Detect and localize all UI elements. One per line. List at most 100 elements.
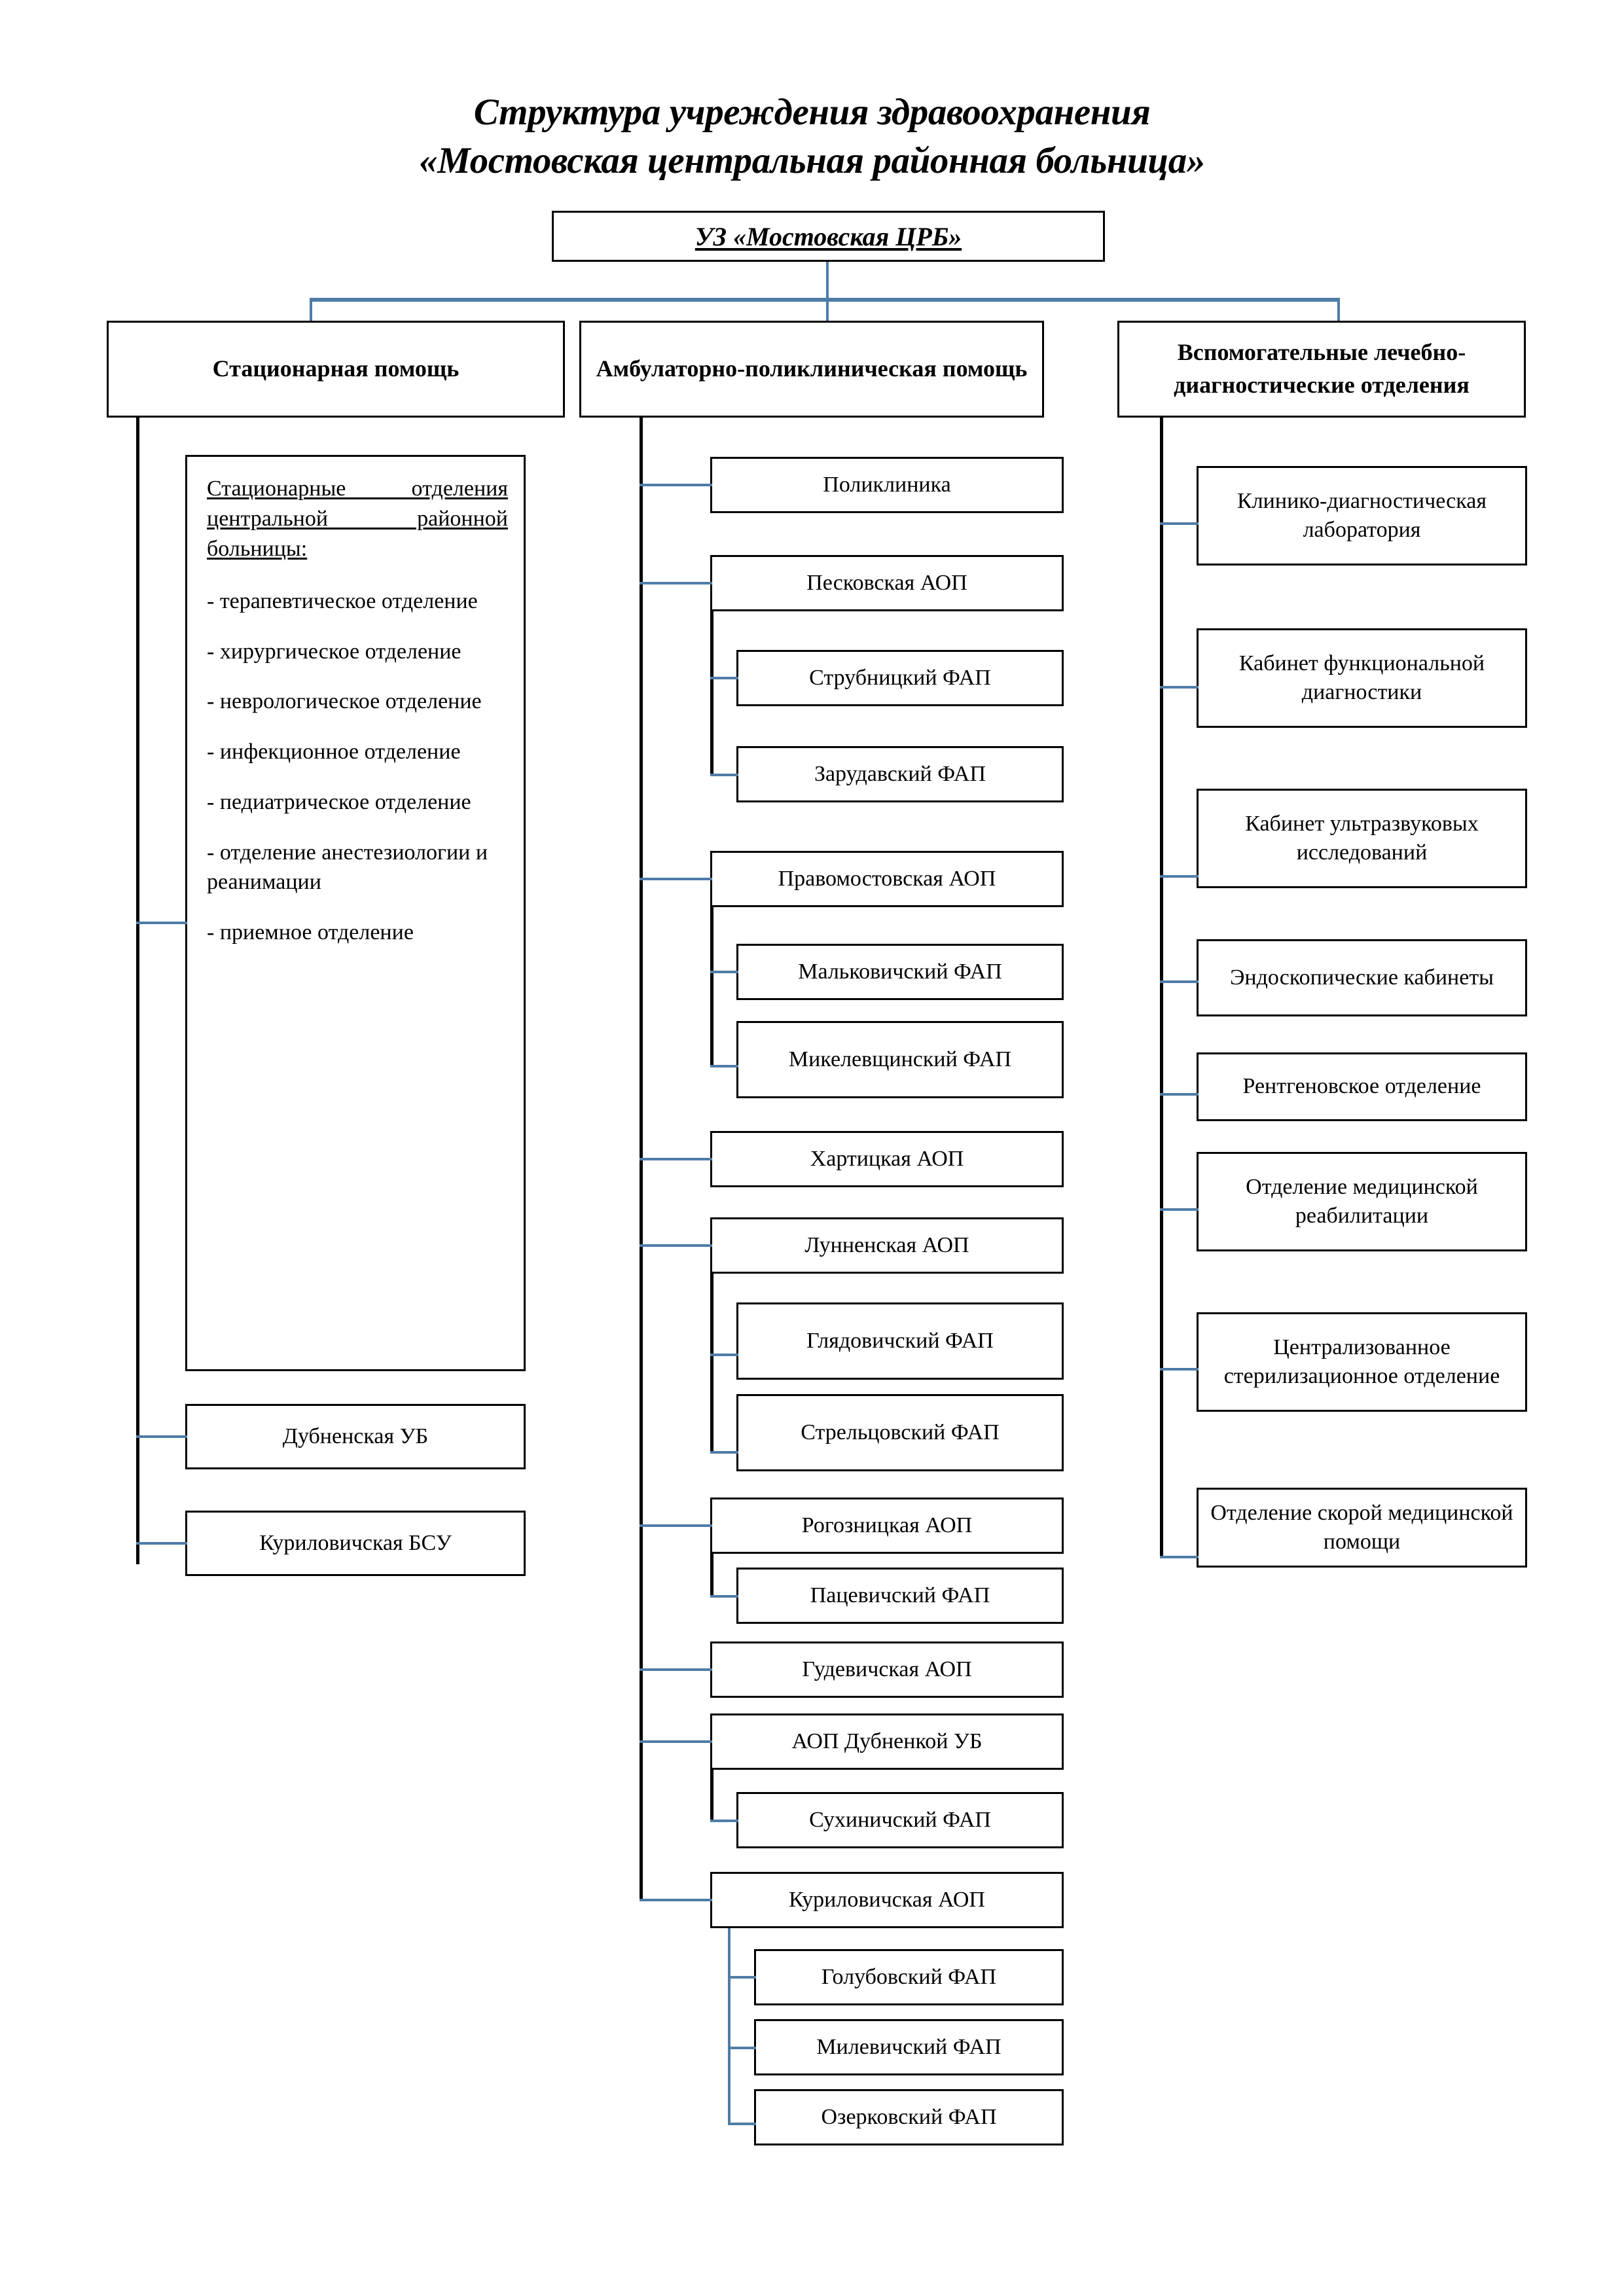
connector-khartitskaya-aop bbox=[640, 1158, 712, 1160]
node-endoscopy-rooms-label: Эндоскопические кабинеты bbox=[1229, 965, 1494, 990]
node-glyadovichsky-fap[interactable]: Глядовичский ФАП bbox=[736, 1302, 1064, 1380]
node-rogoznitskaya-aop-label: Рогозницкая АОП bbox=[801, 1513, 973, 1537]
connector-kurilovichskaya-aop bbox=[640, 1899, 712, 1901]
connector-rogoznitskaya-aop bbox=[640, 1524, 712, 1527]
node-khartitskaya-aop[interactable]: Хартицкая АОП bbox=[710, 1131, 1064, 1187]
connector-streltsovsky-fap bbox=[710, 1451, 738, 1454]
branch-header-inpatient-label: Стационарная помощь bbox=[212, 355, 460, 382]
connector-ultrasound-room bbox=[1160, 875, 1199, 878]
inpatient-departments-panel: Стационарные отделения центральной район… bbox=[185, 455, 526, 1371]
inpatient-department-list: - терапевтическое отделение - хирургичес… bbox=[207, 587, 508, 948]
list-item: - инфекционное отделение bbox=[207, 740, 461, 764]
peskovskaya-substem bbox=[710, 611, 713, 776]
node-functional-diagnostics-room-label: Кабинет функциональной диагностики bbox=[1238, 651, 1485, 704]
connector-pravomostovskaya-aop bbox=[640, 878, 712, 880]
diagnostic-spine bbox=[1160, 418, 1163, 1558]
node-central-sterilization-label: Централизованное стерилизационное отделе… bbox=[1223, 1335, 1500, 1388]
connector-xray-department bbox=[1160, 1093, 1199, 1096]
branch-header-inpatient[interactable]: Стационарная помощь bbox=[107, 321, 565, 418]
node-kurilovichskaya-aop-label: Куриловичская АОП bbox=[789, 1887, 985, 1912]
connector-golubovsky-fap bbox=[728, 1976, 756, 1979]
node-streltsovsky-fap[interactable]: Стрельцовский ФАП bbox=[736, 1394, 1064, 1471]
node-ultrasound-room[interactable]: Кабинет ультразвуковых исследований bbox=[1197, 789, 1527, 888]
node-strubnitsky-fap[interactable]: Струбницкий ФАП bbox=[736, 650, 1064, 706]
connector-lunnenskaya-aop bbox=[640, 1244, 712, 1247]
node-milevichsky-fap-label: Милевичский ФАП bbox=[816, 2034, 1001, 2059]
root-stem bbox=[826, 262, 829, 299]
node-central-sterilization[interactable]: Централизованное стерилизационное отделе… bbox=[1197, 1312, 1527, 1412]
node-aop-dubnenkoy-ub-label: АОП Дубненкой УБ bbox=[791, 1729, 983, 1753]
node-kurilovichskaya-aop[interactable]: Куриловичская АОП bbox=[710, 1872, 1064, 1928]
node-xray-department-label: Рентгеновское отделение bbox=[1242, 1074, 1481, 1099]
list-item: - приемное отделение bbox=[207, 920, 414, 944]
node-malkovichsky-fap[interactable]: Мальковичский ФАП bbox=[736, 944, 1064, 1000]
node-kurilovichskaya-bsu-label: Куриловичская БСУ bbox=[259, 1530, 452, 1555]
list-item: - отделение анестезиологии и реанимации bbox=[207, 840, 488, 894]
top-distribution-bar bbox=[310, 298, 1340, 302]
connector-milevichsky-fap bbox=[728, 2047, 756, 2049]
node-xray-department[interactable]: Рентгеновское отделение bbox=[1197, 1052, 1527, 1121]
node-ozerkovsky-fap-label: Озерковский ФАП bbox=[821, 2104, 997, 2129]
node-medical-rehabilitation-label: Отделение медицинской реабилитации bbox=[1246, 1174, 1478, 1228]
node-gudevichskaya-aop[interactable]: Гудевичская АОП bbox=[710, 1641, 1064, 1698]
node-patsevichsky-fap-label: Пацевичский ФАП bbox=[810, 1583, 990, 1607]
connector-poliklinika bbox=[640, 484, 712, 486]
list-item: - терапевтическое отделение bbox=[207, 588, 478, 613]
node-mikelevshchinsky-fap-label: Микелевщинский ФАП bbox=[788, 1047, 1012, 1071]
node-endoscopy-rooms[interactable]: Эндоскопические кабинеты bbox=[1197, 939, 1527, 1016]
node-golubovsky-fap[interactable]: Голубовский ФАП bbox=[754, 1949, 1064, 2005]
node-patsevichsky-fap[interactable]: Пацевичский ФАП bbox=[736, 1568, 1064, 1624]
branch-header-diagnostic-label: Вспомогательные лечебно-диагностические … bbox=[1174, 339, 1470, 398]
node-ozerkovsky-fap[interactable]: Озерковский ФАП bbox=[754, 2089, 1064, 2145]
list-item: - педиатрическое отделение bbox=[207, 790, 471, 815]
node-khartitskaya-aop-label: Хартицкая АОП bbox=[810, 1146, 964, 1171]
node-poliklinika[interactable]: Поликлиника bbox=[710, 457, 1064, 513]
title-line-1: Структура учреждения здравоохранения bbox=[473, 92, 1151, 133]
connector-medical-rehabilitation bbox=[1160, 1208, 1199, 1211]
node-sukhinichsky-fap-label: Сухиничский ФАП bbox=[809, 1807, 991, 1832]
connector-kurilovichskaya-bsu bbox=[136, 1542, 187, 1545]
node-glyadovichsky-fap-label: Глядовичский ФАП bbox=[806, 1328, 994, 1353]
rogoznitskaya-substem bbox=[710, 1554, 713, 1597]
node-emergency-medical-care-label: Отделение скорой медицинской помощи bbox=[1210, 1500, 1513, 1554]
node-zarudavsky-fap-label: Зарудавский ФАП bbox=[814, 761, 986, 786]
lunnenskaya-substem bbox=[710, 1274, 713, 1454]
aop-dubnenkoy-substem bbox=[710, 1770, 713, 1822]
node-lunnenskaya-aop[interactable]: Лунненская АОП bbox=[710, 1217, 1064, 1274]
connector-malkovichsky-fap bbox=[710, 971, 738, 973]
connector-dubnenskaya-ub bbox=[136, 1435, 187, 1438]
node-mikelevshchinsky-fap[interactable]: Микелевщинский ФАП bbox=[736, 1021, 1064, 1098]
node-ultrasound-room-label: Кабинет ультразвуковых исследований bbox=[1245, 811, 1479, 865]
kurilovichskaya-substem bbox=[728, 1928, 731, 2125]
node-zarudavsky-fap[interactable]: Зарудавский ФАП bbox=[736, 746, 1064, 802]
node-milevichsky-fap[interactable]: Милевичский ФАП bbox=[754, 2019, 1064, 2075]
node-strubnitsky-fap-label: Струбницкий ФАП bbox=[809, 665, 991, 690]
root-node[interactable]: УЗ «Мостовская ЦРБ» bbox=[552, 211, 1105, 262]
node-emergency-medical-care[interactable]: Отделение скорой медицинской помощи bbox=[1197, 1488, 1527, 1568]
connector-sukhinichsky-fap bbox=[710, 1820, 738, 1822]
branch-header-outpatient[interactable]: Амбулаторно-поликлиническая помощь bbox=[579, 321, 1044, 418]
node-sukhinichsky-fap[interactable]: Сухиничский ФАП bbox=[736, 1792, 1064, 1848]
node-dubnenskaya-ub-label: Дубненская УБ bbox=[282, 1424, 429, 1448]
connector-patsevichsky-fap bbox=[710, 1595, 738, 1598]
connector-functional-diagnostics-room bbox=[1160, 686, 1199, 689]
node-functional-diagnostics-room[interactable]: Кабинет функциональной диагностики bbox=[1197, 628, 1527, 728]
node-pravomostovskaya-aop[interactable]: Правомостовская АОП bbox=[710, 851, 1064, 907]
pravomostovskaya-substem bbox=[710, 907, 713, 1067]
page-title: Структура учреждения здравоохранения «Мо… bbox=[0, 88, 1624, 185]
root-node-label: УЗ «Мостовская ЦРБ» bbox=[695, 221, 962, 251]
node-gudevichskaya-aop-label: Гудевичская АОП bbox=[802, 1657, 972, 1681]
node-medical-rehabilitation[interactable]: Отделение медицинской реабилитации bbox=[1197, 1152, 1527, 1251]
node-kurilovichskaya-bsu[interactable]: Куриловичская БСУ bbox=[185, 1511, 526, 1576]
inpatient-panel-heading: Стационарные отделения центральной район… bbox=[207, 476, 508, 562]
node-aop-dubnenkoy-ub[interactable]: АОП Дубненкой УБ bbox=[710, 1713, 1064, 1770]
node-rogoznitskaya-aop[interactable]: Рогозницкая АОП bbox=[710, 1498, 1064, 1554]
connector-aop-dubnenkoy-ub bbox=[640, 1740, 712, 1743]
node-clinical-diagnostic-lab[interactable]: Клинико-диагностическая лаборатория bbox=[1197, 466, 1527, 565]
branch-header-diagnostic[interactable]: Вспомогательные лечебно-диагностические … bbox=[1117, 321, 1526, 418]
connector-endoscopy-rooms bbox=[1160, 980, 1199, 983]
node-peskovskaya-aop[interactable]: Песковская АОП bbox=[710, 555, 1064, 611]
connector-glyadovichsky-fap bbox=[710, 1354, 738, 1356]
node-dubnenskaya-ub[interactable]: Дубненская УБ bbox=[185, 1404, 526, 1469]
node-golubovsky-fap-label: Голубовский ФАП bbox=[821, 1964, 997, 1989]
